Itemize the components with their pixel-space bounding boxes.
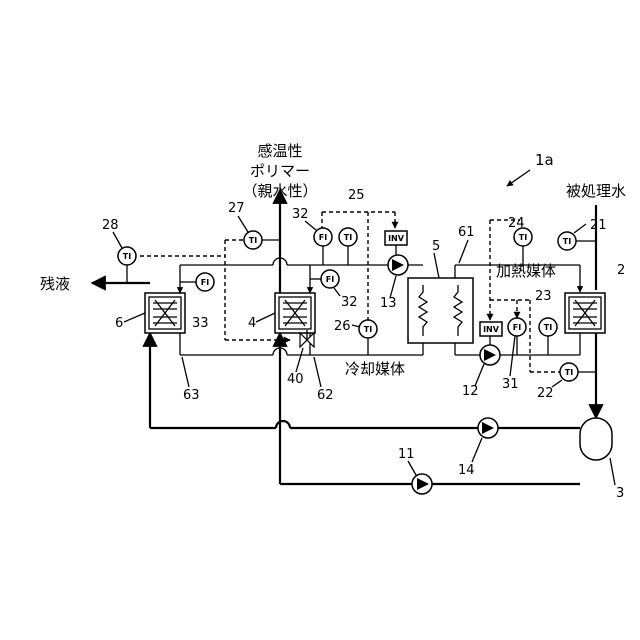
- instrument-ti-23: TI: [539, 318, 557, 355]
- ref-21: 21: [590, 218, 607, 233]
- ref-5: 5: [432, 239, 440, 254]
- ref-61: 61: [458, 225, 475, 240]
- instrument-fi-32b: FI: [310, 270, 339, 288]
- ref-14: 14: [458, 463, 475, 478]
- ref-25: 25: [348, 188, 365, 203]
- instrument-fi-33: FI: [180, 273, 214, 291]
- svg-text:TI: TI: [344, 233, 352, 242]
- pump-14: [478, 418, 498, 438]
- ref-40: 40: [287, 372, 304, 387]
- ref-63: 63: [183, 388, 200, 403]
- pump-13: [388, 255, 408, 275]
- svg-text:TI: TI: [544, 323, 552, 332]
- inverter-13: INV: [385, 231, 407, 255]
- instrument-ti-24: TI: [514, 228, 532, 265]
- figure-id: 1a: [535, 151, 554, 169]
- svg-text:TI: TI: [565, 368, 573, 377]
- svg-text:TI: TI: [519, 233, 527, 242]
- instrument-fi-31: FI: [508, 318, 526, 355]
- svg-text:TI: TI: [364, 325, 372, 334]
- ref-11: 11: [398, 447, 415, 462]
- ref-6: 6: [115, 316, 123, 331]
- ref-2: 2: [617, 263, 625, 278]
- polymer-label-line2: ポリマー: [250, 162, 310, 180]
- ref-4: 4: [248, 316, 256, 331]
- instrument-ti-27: TI: [244, 231, 280, 249]
- ref-26: 26: [334, 319, 351, 334]
- feed-water-label: 被処理水: [566, 182, 626, 200]
- tank-3: [580, 418, 612, 460]
- svg-text:FI: FI: [319, 233, 327, 242]
- instrument-ti-21: TI: [558, 232, 596, 250]
- svg-text:TI: TI: [563, 237, 571, 246]
- instrument-ti-28: TI: [118, 247, 136, 283]
- heat-exchanger-2: [565, 293, 605, 333]
- heat-exchanger-6: [145, 293, 185, 333]
- svg-text:FI: FI: [326, 275, 334, 284]
- instrument-ti-26: TI: [359, 320, 377, 355]
- ref-3: 3: [616, 486, 624, 501]
- pump-11: [412, 474, 432, 494]
- ref-33: 33: [192, 316, 209, 331]
- ref-22: 22: [537, 386, 554, 401]
- svg-text:TI: TI: [249, 236, 257, 245]
- svg-text:TI: TI: [123, 252, 131, 261]
- ref-24: 24: [508, 216, 525, 231]
- ref-32a: 32: [292, 207, 309, 222]
- instrument-ti-22: TI: [560, 363, 596, 381]
- ref-13: 13: [380, 296, 397, 311]
- inv-label: INV: [388, 234, 405, 243]
- heat-exchanger-4: [275, 293, 315, 333]
- ref-28: 28: [102, 218, 119, 233]
- inverter-12: INV: [480, 322, 502, 345]
- ref-27: 27: [228, 201, 245, 216]
- ref-12: 12: [462, 384, 479, 399]
- ref-23: 23: [535, 289, 552, 304]
- heat-pump-unit-5: [408, 278, 473, 343]
- cooling-medium-label: 冷却媒体: [345, 360, 405, 378]
- residue-label: 残液: [40, 275, 70, 293]
- ref-62: 62: [317, 388, 334, 403]
- heating-medium-label: 加熱媒体: [496, 262, 556, 280]
- instrument-ti-25: TI: [339, 228, 357, 265]
- instrument-fi-32a: FI: [314, 228, 332, 265]
- ref-31: 31: [502, 377, 519, 392]
- polymer-label-line1: 感温性: [257, 142, 302, 160]
- pump-12: [480, 345, 500, 365]
- inv-label: INV: [483, 325, 500, 334]
- svg-text:FI: FI: [513, 323, 521, 332]
- polymer-label-line3: （親水性）: [242, 182, 317, 200]
- ref-32b: 32: [341, 295, 358, 310]
- svg-text:FI: FI: [201, 278, 209, 287]
